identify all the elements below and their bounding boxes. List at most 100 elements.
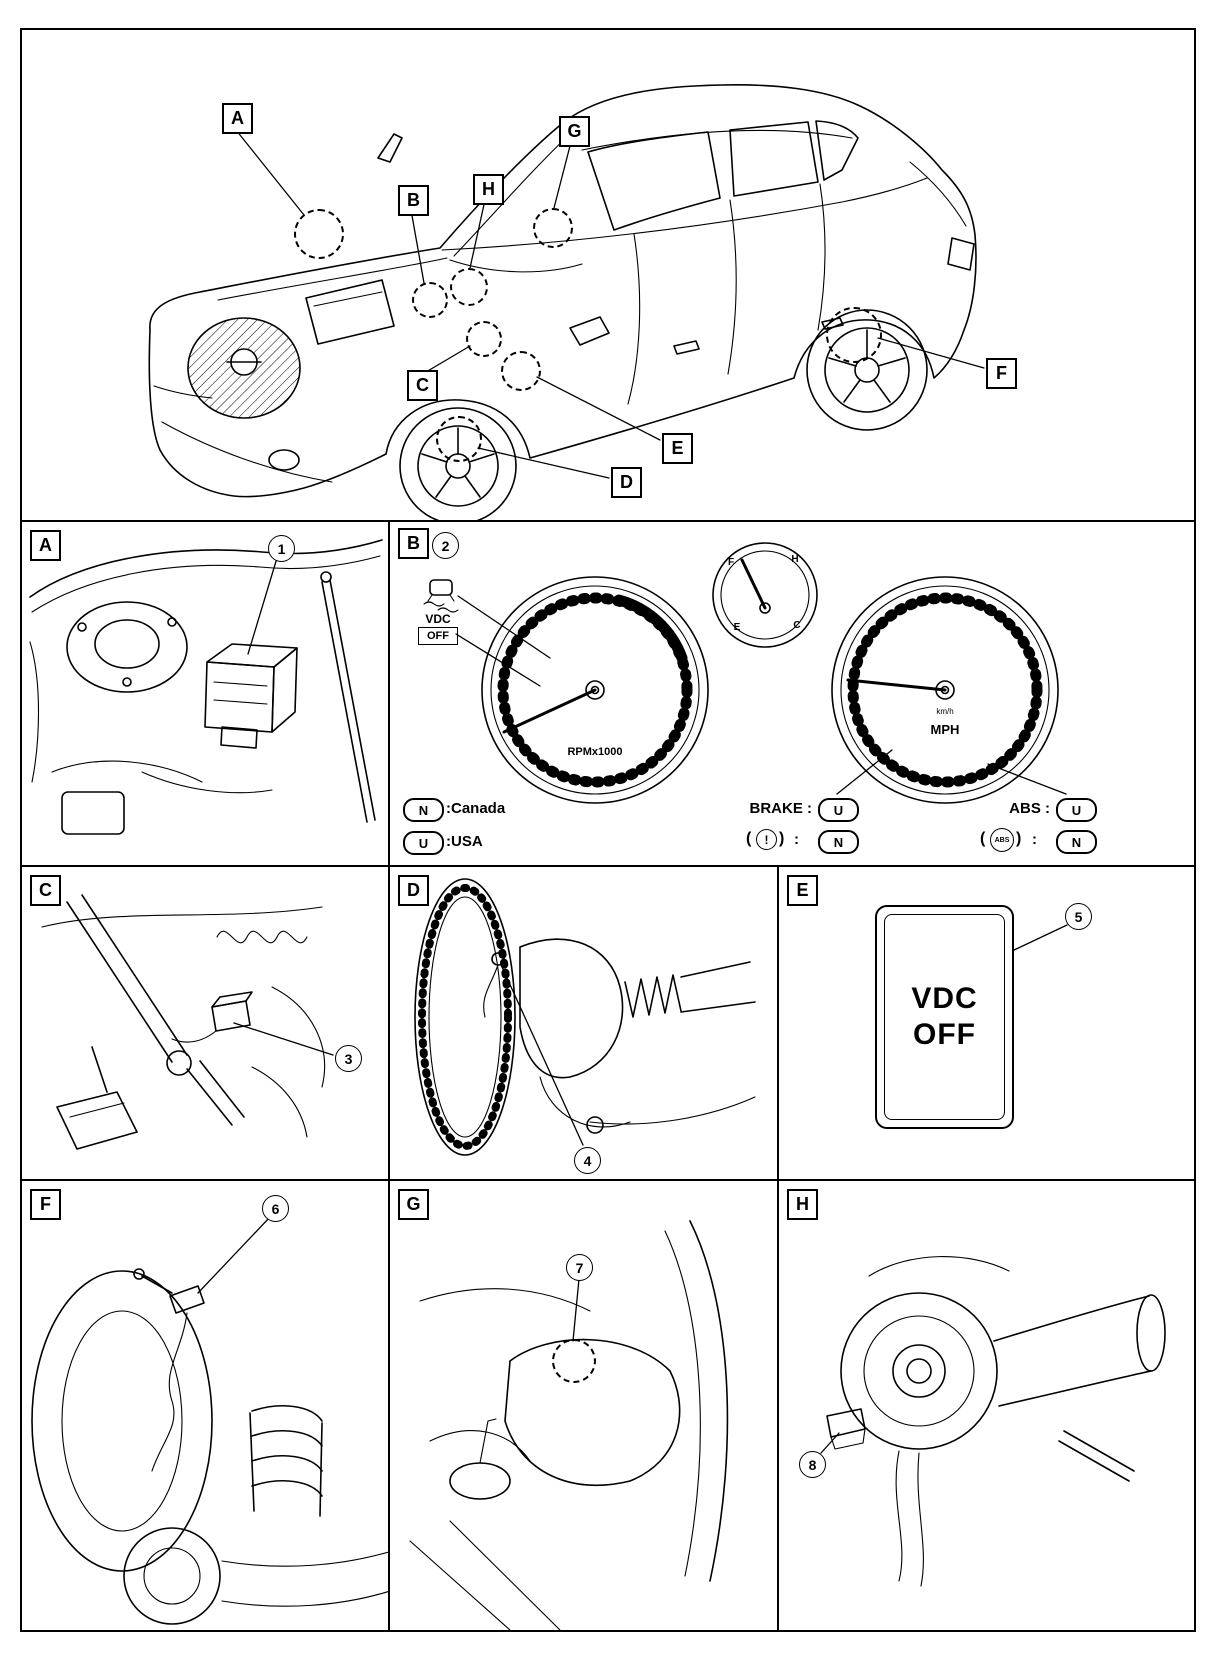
headlight [305,279,395,345]
abs-usa-badge: U [1056,798,1097,822]
brake-warning-icon-text: ! [764,832,769,847]
panel-d: D 4 [390,867,777,1179]
coil-spring [249,1405,323,1517]
vdc-off-switch: VDC OFF [875,905,1014,1129]
rear-wheel-sensor [133,1268,205,1472]
brake-warning-icon: ! [756,829,777,850]
divider [388,867,390,1179]
car-label-d: D [611,467,642,498]
vdc-switch-line1: VDC [911,982,978,1015]
car-label-c-text: C [416,375,429,395]
temp-gauge-h: H [791,554,799,565]
canada-label: :Canada [446,800,506,817]
panel-b-label: B [398,528,429,559]
rear-hub-illustration [31,1216,388,1625]
callout-1: 1 [268,535,295,562]
abs-actuator [204,643,298,749]
callout-4-text: 4 [583,1152,592,1169]
vdc-switch-leader [1011,924,1068,952]
paren-open: ( [980,830,986,847]
vdc-off-indicator-icon [423,579,459,613]
abs-label: ABS : [1009,800,1050,817]
vdc-off-indicator-text: OFF [418,627,458,645]
car-label-b-text: B [407,190,420,210]
location-marker-d [436,416,482,462]
panel-g: G 7 [390,1181,777,1630]
steering-column-illustration [41,894,334,1150]
panel-f-label: F [30,1189,61,1220]
divider [22,1179,1194,1181]
panel-f-label-text: F [40,1194,51,1214]
panel-h-label-text: H [796,1194,809,1214]
panel-h: H 8 [779,1181,1194,1630]
overview-panel: A B H G C E D F [22,30,1194,520]
brake-rotor [414,878,516,1156]
paren-close: ) [1016,830,1022,847]
panel-e-label-text: E [796,880,809,900]
panel-g-label: G [398,1189,429,1220]
panel-h-label: H [787,1189,818,1220]
engine-bay-illustration [29,539,383,835]
abs-canada-badge-text: N [1071,834,1082,850]
panel-g-label-text: G [406,1194,421,1214]
speedometer-mph-label: MPH [930,722,960,737]
car-label-f: F [986,358,1017,389]
shifter-boot [449,1462,511,1500]
abs-usa-badge-text: U [1071,802,1082,818]
tachometer-unit-label: RPMx1000 [567,746,623,758]
usa-badge: U [403,831,444,855]
panel-b-label-text: B [407,533,420,553]
vdc-off-switch-face: VDC OFF [884,914,1005,1120]
car-label-e-text: E [671,438,684,458]
callout-4: 4 [574,1147,601,1174]
pedal [56,1091,138,1150]
panel-b: B 2 VDC OFF RPMx1000 F H E C km/h MPH N … [390,522,1194,865]
location-marker-c [466,321,502,357]
fuel-temp-gauge [712,542,818,648]
divider [777,1181,779,1630]
brake-usa-badge-text: U [833,802,844,818]
hub [123,1527,221,1625]
vdc-indicator-text: VDC [425,612,451,626]
strut-tower [66,601,188,693]
speedometer-kmh-label: km/h [936,707,954,716]
panel-a-label-text: A [39,535,52,555]
speedometer-gauge [831,576,1059,804]
console-illustration [409,1220,729,1630]
side-mirror [569,316,610,346]
leader-lines [235,129,985,479]
steering-knuckle [519,938,624,1079]
car-label-a-text: A [231,108,244,128]
panel-c: C 3 [22,867,388,1179]
paren-close: ) [779,830,785,847]
callout-7-text: 7 [575,1259,584,1276]
brake-icon-colon: : [794,831,799,848]
brake-usa-badge: U [818,798,859,822]
callout-3: 3 [335,1045,362,1072]
location-marker-e [501,351,541,391]
callout-2-text: 2 [441,537,450,554]
seat-cushion [504,1338,681,1487]
panel-f: F 6 [22,1181,388,1630]
canada-badge: N [403,798,444,822]
paren-open: ( [746,830,752,847]
divider [22,865,1194,867]
tachometer-gauge [481,576,709,804]
panel-a-label: A [30,530,61,561]
location-marker-f [826,307,882,363]
car-illustration [148,84,985,520]
panel-e-label: E [787,875,818,906]
figure-frame: A B H G C E D F [20,28,1196,1632]
fuel-gauge-f: F [727,557,735,568]
callout-8: 8 [799,1451,826,1478]
tail-lamp [947,237,975,271]
cv-boot [624,974,682,1018]
panel-c-label-text: C [39,880,52,900]
instrument-cluster-illustration [423,542,1067,804]
callout-5: 5 [1065,903,1092,930]
abs-canada-badge: N [1056,830,1097,854]
panel-d-label-text: D [407,880,420,900]
brake-canada-badge: N [818,830,859,854]
backing-plate [31,1270,213,1572]
